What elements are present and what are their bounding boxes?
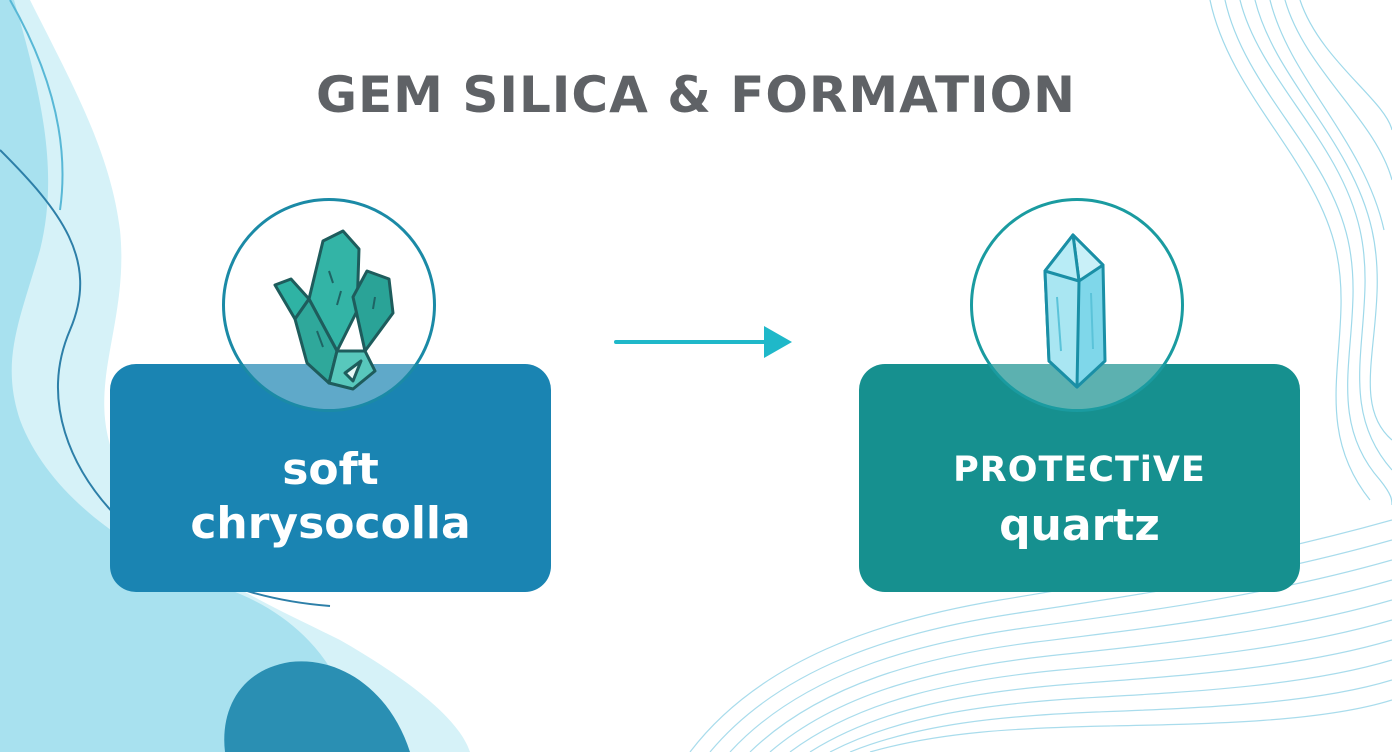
chrysocolla-card-line1: soft: [282, 444, 379, 495]
arrow-right-icon: [614, 326, 792, 358]
quartz-crystal-icon: [1043, 233, 1107, 389]
chrysocolla-mineral-icon: [273, 229, 395, 391]
chrysocolla-card-line2: chrysocolla: [190, 498, 471, 549]
left-dark-blob: [224, 661, 410, 752]
quartz-card-line2: quartz: [999, 500, 1160, 551]
page-title: GEM SILICA & FORMATION: [315, 66, 1077, 124]
quartz-card-line1: PROTECTiVE: [953, 450, 1206, 490]
left-wave-shape-front: [0, 0, 360, 752]
right-contour-lines: [1209, 0, 1392, 506]
chrysocolla-badge: [222, 198, 436, 412]
chrysocolla-card: soft chrysocolla: [110, 364, 551, 592]
quartz-badge: [970, 198, 1184, 412]
left-wave-line-2: [9, 0, 64, 211]
